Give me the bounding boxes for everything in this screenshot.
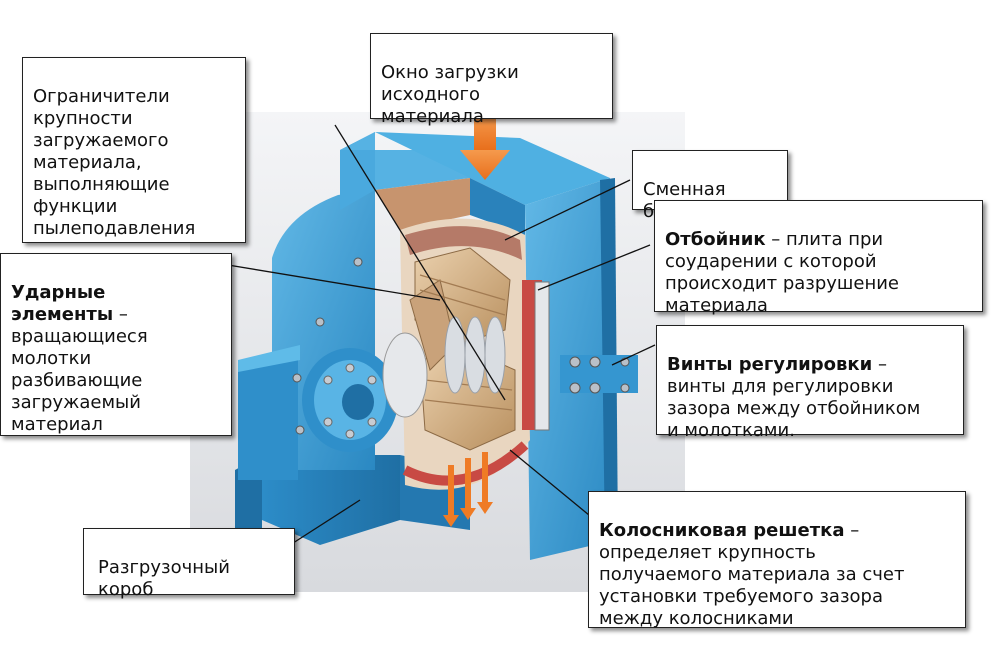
size-limiters-label: Ограничители крупности загружаемого мате…: [33, 86, 196, 239]
leader-lines: [227, 124, 656, 546]
callout-grate: Колосниковая решетка – определяет крупно…: [588, 491, 966, 629]
feed-arrow: [460, 115, 510, 180]
breaker-plate-term: Отбойник: [665, 229, 766, 250]
callout-breaker-plate: Отбойник – плита при соударении с которо…: [654, 200, 983, 316]
callout-discharge-box: Разгрузочный короб: [83, 528, 295, 600]
feed-window-label: Окно загрузки исходного материала: [381, 62, 519, 127]
callout-size-limiters: Ограничители крупности загружаемого мате…: [22, 57, 246, 243]
rotor-hub: [302, 332, 428, 452]
discharge-arrows: [443, 452, 493, 527]
callout-adjust-screws: Винты регулировки – винты для регулировк…: [656, 325, 964, 441]
discharge-box-label: Разгрузочный короб: [98, 557, 230, 600]
left-housing: [238, 132, 470, 480]
grate-desc: – определяет крупность получаемого матер…: [599, 520, 905, 629]
adjust-screws-desc: – винты для регулировки зазора между отб…: [667, 354, 921, 441]
callout-impact-elements: Ударные элементы – вращающиеся молотки р…: [0, 253, 232, 436]
adjust-screws-term: Винты регулировки: [667, 354, 873, 375]
rotor-chamber: [400, 218, 550, 490]
impact-elements-desc: – вращающиеся молотки разбивающие загруж…: [11, 304, 148, 435]
breaker-plate-desc: – плита при соударении с которой происхо…: [665, 229, 900, 316]
grate-term: Колосниковая решетка: [599, 520, 845, 541]
callout-feed-window: Окно загрузки исходного материала: [370, 33, 613, 127]
frame-bolts: [292, 257, 630, 435]
impact-elements-term: Ударные элементы: [11, 282, 114, 325]
